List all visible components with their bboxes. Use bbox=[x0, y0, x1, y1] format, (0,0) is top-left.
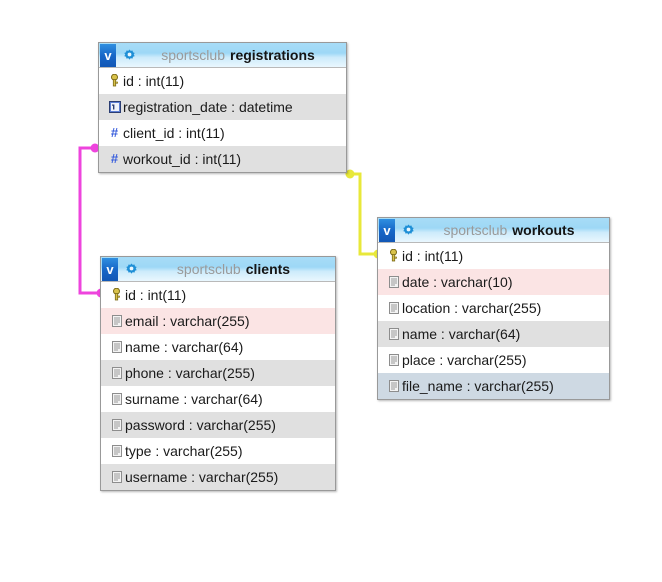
column-row[interactable]: name : varchar(64) bbox=[101, 334, 335, 360]
column-row[interactable]: phone : varchar(255) bbox=[101, 360, 335, 386]
column-label: name : varchar(64) bbox=[402, 325, 521, 342]
gear-icon[interactable] bbox=[120, 48, 138, 62]
gear-icon[interactable] bbox=[399, 223, 417, 237]
table-name: registrations bbox=[230, 47, 315, 63]
column-row[interactable]: id : int(11) bbox=[101, 282, 335, 308]
database-name: sportsclub bbox=[161, 47, 225, 63]
document-icon bbox=[108, 444, 125, 457]
document-icon bbox=[108, 340, 125, 353]
table-title-registrations: sportsclub registrations bbox=[138, 47, 346, 63]
column-label: location : varchar(255) bbox=[402, 299, 542, 316]
table-registrations[interactable]: v sportsclub registrations id : int(11) bbox=[98, 42, 347, 173]
integer-icon: # bbox=[110, 151, 119, 166]
column-label: file_name : varchar(255) bbox=[402, 377, 554, 394]
table-name: clients bbox=[245, 261, 291, 277]
document-icon bbox=[385, 379, 402, 392]
column-label: phone : varchar(255) bbox=[125, 364, 255, 381]
document-icon bbox=[385, 301, 402, 314]
column-label: name : varchar(64) bbox=[125, 338, 244, 355]
table-title-workouts: sportsclub workouts bbox=[417, 222, 609, 238]
column-label: registration_date : datetime bbox=[123, 98, 293, 115]
calendar-icon bbox=[106, 100, 123, 113]
document-icon bbox=[108, 314, 125, 327]
document-icon bbox=[108, 470, 125, 483]
key-icon bbox=[385, 249, 402, 262]
column-row[interactable]: # workout_id : int(11) bbox=[99, 146, 346, 172]
column-row[interactable]: id : int(11) bbox=[378, 243, 609, 269]
database-name: sportsclub bbox=[443, 222, 508, 238]
column-label: id : int(11) bbox=[123, 72, 185, 89]
column-label: type : varchar(255) bbox=[125, 442, 243, 459]
document-icon bbox=[385, 275, 402, 288]
column-row[interactable]: password : varchar(255) bbox=[101, 412, 335, 438]
table-workouts[interactable]: v sportsclub workouts id : int(11) d bbox=[377, 217, 610, 400]
column-label: date : varchar(10) bbox=[402, 273, 513, 290]
database-name: sportsclub bbox=[176, 261, 241, 277]
column-label: id : int(11) bbox=[125, 286, 187, 303]
column-row[interactable]: email : varchar(255) bbox=[101, 308, 335, 334]
column-label: workout_id : int(11) bbox=[123, 150, 242, 167]
key-icon bbox=[106, 74, 123, 87]
document-icon bbox=[108, 366, 125, 379]
column-row[interactable]: file_name : varchar(255) bbox=[378, 373, 609, 399]
table-header-workouts[interactable]: v sportsclub workouts bbox=[378, 218, 609, 243]
table-name: workouts bbox=[512, 222, 575, 238]
gear-icon[interactable] bbox=[122, 262, 140, 276]
table-title-clients: sportsclub clients bbox=[140, 261, 335, 277]
key-icon bbox=[108, 288, 125, 301]
view-badge-icon: v bbox=[379, 218, 395, 242]
column-row[interactable]: location : varchar(255) bbox=[378, 295, 609, 321]
view-badge-icon: v bbox=[100, 43, 116, 67]
column-label: surname : varchar(64) bbox=[125, 390, 263, 407]
document-icon bbox=[108, 418, 125, 431]
view-badge-icon: v bbox=[102, 257, 118, 281]
document-icon bbox=[385, 353, 402, 366]
integer-icon: # bbox=[110, 125, 119, 140]
column-row[interactable]: surname : varchar(64) bbox=[101, 386, 335, 412]
column-row[interactable]: username : varchar(255) bbox=[101, 464, 335, 490]
column-row[interactable]: name : varchar(64) bbox=[378, 321, 609, 347]
column-label: username : varchar(255) bbox=[125, 468, 279, 485]
column-label: id : int(11) bbox=[402, 247, 464, 264]
column-row[interactable]: date : varchar(10) bbox=[378, 269, 609, 295]
table-header-registrations[interactable]: v sportsclub registrations bbox=[99, 43, 346, 68]
column-row[interactable]: place : varchar(255) bbox=[378, 347, 609, 373]
document-icon bbox=[108, 392, 125, 405]
column-row[interactable]: registration_date : datetime bbox=[99, 94, 346, 120]
column-label: place : varchar(255) bbox=[402, 351, 527, 368]
table-clients[interactable]: v sportsclub clients id : int(11) em bbox=[100, 256, 336, 491]
column-row[interactable]: # client_id : int(11) bbox=[99, 120, 346, 146]
table-header-clients[interactable]: v sportsclub clients bbox=[101, 257, 335, 282]
column-row[interactable]: id : int(11) bbox=[99, 68, 346, 94]
column-label: client_id : int(11) bbox=[123, 124, 225, 141]
column-label: email : varchar(255) bbox=[125, 312, 250, 329]
column-label: password : varchar(255) bbox=[125, 416, 276, 433]
document-icon bbox=[385, 327, 402, 340]
column-row[interactable]: type : varchar(255) bbox=[101, 438, 335, 464]
